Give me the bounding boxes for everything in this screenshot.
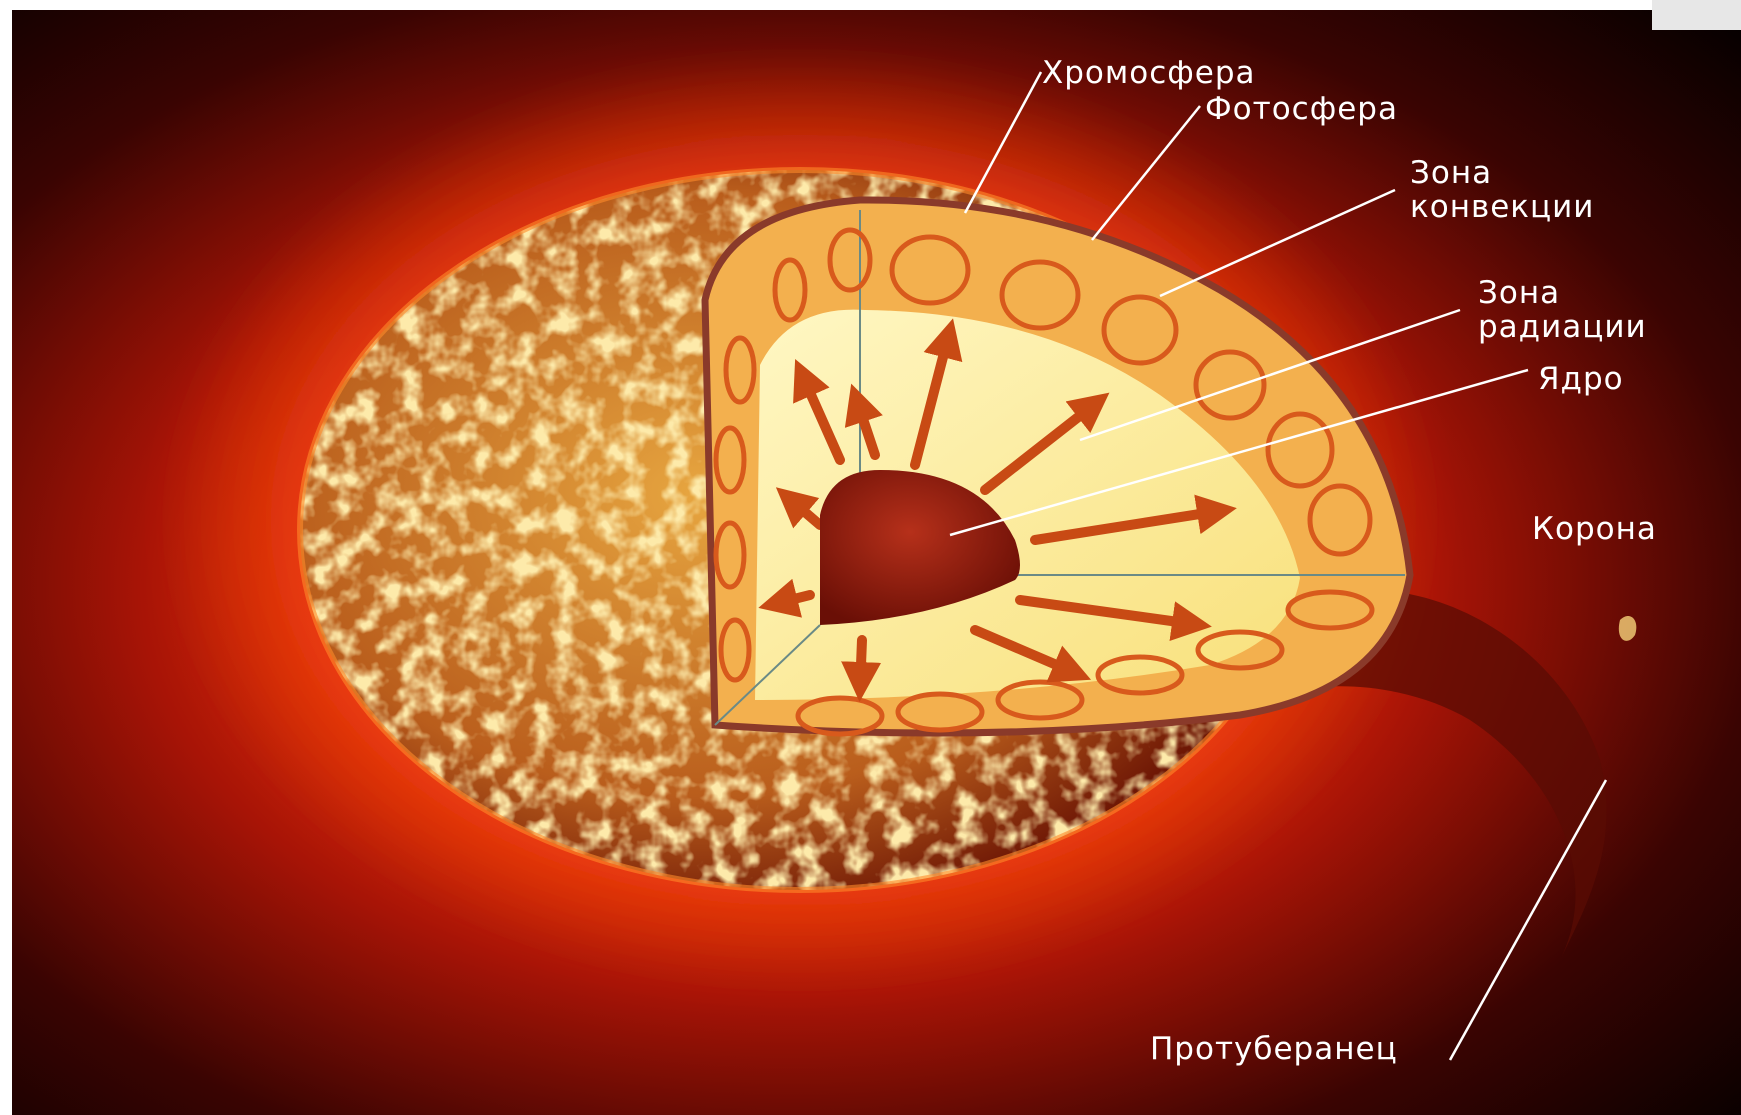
label-core: Ядро (1538, 362, 1624, 396)
label-radiation-zone: Зона радиации (1478, 276, 1647, 344)
label-corona: Корона (1532, 512, 1657, 546)
corner-tab (1652, 0, 1741, 30)
label-prominence: Протуберанец (1150, 1032, 1398, 1066)
label-photosphere: Фотосфера (1205, 92, 1398, 126)
label-convection-zone: Зона конвекции (1410, 156, 1594, 224)
label-chromosphere: Хромосфера (1042, 56, 1256, 90)
